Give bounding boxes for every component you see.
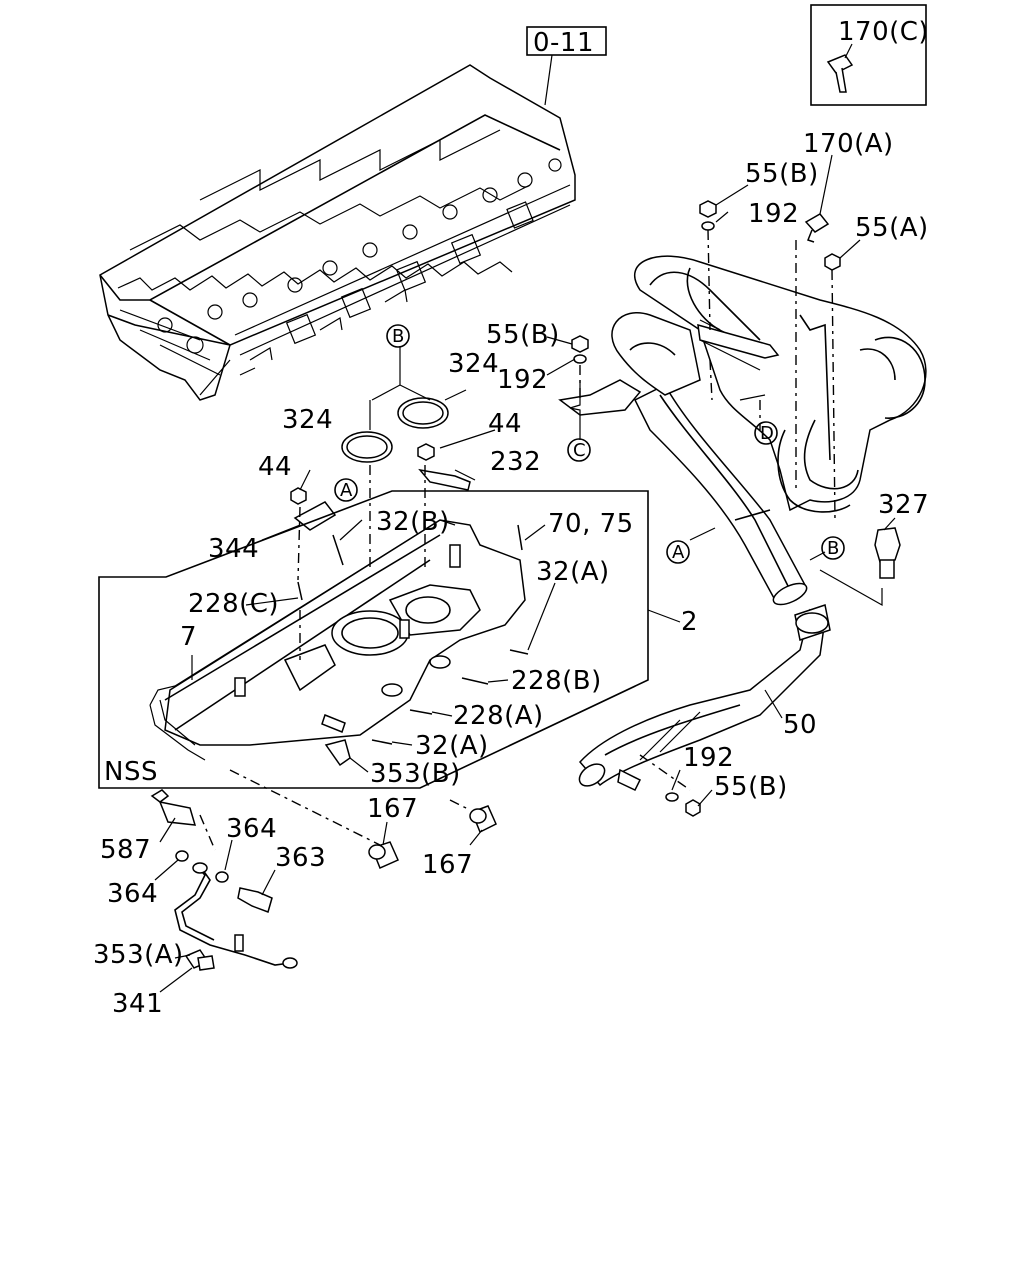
label-232: 232 — [490, 447, 541, 477]
label-55a: 55(A) — [855, 213, 929, 243]
nut-55a-icon — [824, 253, 841, 271]
label-2: 2 — [681, 607, 698, 637]
label-167-a: 167 — [367, 794, 418, 824]
label-ref-0-11: 0-11 — [533, 28, 594, 58]
washer-192-mid-icon — [573, 354, 587, 364]
marker-a2: A — [666, 540, 690, 564]
marker-c1-text: C — [573, 440, 586, 461]
marker-a1: A — [334, 478, 358, 502]
marker-d1: D — [754, 421, 778, 445]
cylinder-head — [99, 64, 576, 401]
label-344: 344 — [208, 534, 259, 564]
label-341: 341 — [112, 989, 163, 1019]
marker-b1-text: B — [392, 326, 405, 347]
label-nss: NSS — [104, 757, 158, 787]
stud-228c-icon — [297, 581, 303, 601]
washer-192-bot-icon — [665, 792, 679, 802]
exhaust-pipe-50 — [578, 604, 831, 791]
o-ring-324-left — [341, 431, 393, 463]
stud-32b-icon — [332, 534, 344, 566]
plug-167-b-icon — [469, 805, 497, 834]
nut-44-right-icon — [417, 443, 435, 461]
o-ring-324-right — [397, 397, 449, 429]
washer-364-b-icon — [215, 871, 229, 883]
label-192-top: 192 — [748, 199, 799, 229]
label-50: 50 — [783, 710, 817, 740]
bracket-232-icon — [418, 468, 471, 491]
nut-44-left-icon — [290, 487, 307, 505]
intake-cover-assembly — [149, 519, 526, 761]
label-363: 363 — [275, 843, 326, 873]
sensor-587-icon — [150, 789, 197, 826]
assembly-outline-2 — [98, 490, 649, 789]
label-228a: 228(A) — [453, 701, 544, 731]
label-70-75: 70, 75 — [548, 509, 634, 539]
label-170c: 170(C) — [838, 17, 929, 47]
nut-55b-mid-icon — [571, 335, 589, 353]
pipe-353a-icon — [174, 862, 298, 969]
label-324-right: 324 — [448, 349, 499, 379]
stud-228b-icon — [461, 677, 489, 685]
marker-d1-text: D — [760, 423, 774, 444]
label-167-b: 167 — [422, 850, 473, 880]
label-327: 327 — [878, 490, 929, 520]
label-32a-right: 32(A) — [536, 557, 610, 587]
label-364-b: 364 — [226, 814, 277, 844]
label-44-left: 44 — [258, 452, 292, 482]
label-192-mid: 192 — [497, 365, 548, 395]
marker-c1: C — [567, 438, 591, 462]
marker-a1-text: A — [340, 480, 353, 501]
nut-55b-bot-icon — [685, 799, 701, 817]
stud-228a-icon — [409, 709, 433, 715]
label-170a: 170(A) — [803, 129, 894, 159]
nut-55b-top-icon — [699, 200, 717, 218]
detail-box-170c — [810, 4, 927, 106]
label-55b-mid: 55(B) — [486, 320, 560, 350]
ref-box-0-11 — [526, 26, 607, 56]
marker-b2-text: B — [827, 538, 840, 559]
sensor-327-stem — [879, 559, 895, 579]
label-587: 587 — [100, 835, 151, 865]
bolt-170a-icon — [804, 213, 830, 243]
bolt-341-icon — [184, 949, 215, 971]
label-228c: 228(C) — [188, 589, 279, 619]
washer-192-top-icon — [701, 221, 715, 231]
fitting-353b-icon — [324, 739, 351, 767]
label-228b: 228(B) — [511, 666, 602, 696]
stud-32a-icon — [321, 714, 346, 733]
washer-364-a-icon — [175, 850, 189, 862]
stud-32a-left-icon — [371, 739, 393, 745]
label-353b: 353(B) — [370, 759, 461, 789]
stud-70-75-icon — [517, 524, 523, 551]
marker-a2-text: A — [672, 542, 685, 563]
leader-lines — [154, 154, 896, 993]
label-192-bot: 192 — [683, 743, 734, 773]
plug-167-a-icon — [368, 841, 399, 870]
label-55b-bot: 55(B) — [714, 772, 788, 802]
exhaust-manifold — [558, 255, 927, 606]
bracket-344-icon — [293, 501, 337, 531]
bolt-170c-icon — [826, 54, 854, 93]
label-7: 7 — [180, 622, 197, 652]
bolt-363-icon — [237, 887, 273, 913]
sensor-327-icon — [874, 527, 901, 563]
label-32a-left: 32(A) — [415, 731, 489, 761]
stud-32a-right — [509, 649, 529, 655]
label-55b-top: 55(B) — [745, 159, 819, 189]
label-44-right: 44 — [488, 409, 522, 439]
marker-b1: B — [386, 324, 410, 348]
marker-b2: B — [821, 536, 845, 560]
label-32b: 32(B) — [376, 507, 450, 537]
label-353a: 353(A) — [93, 940, 184, 970]
label-364-a: 364 — [107, 879, 158, 909]
label-324-left: 324 — [282, 405, 333, 435]
